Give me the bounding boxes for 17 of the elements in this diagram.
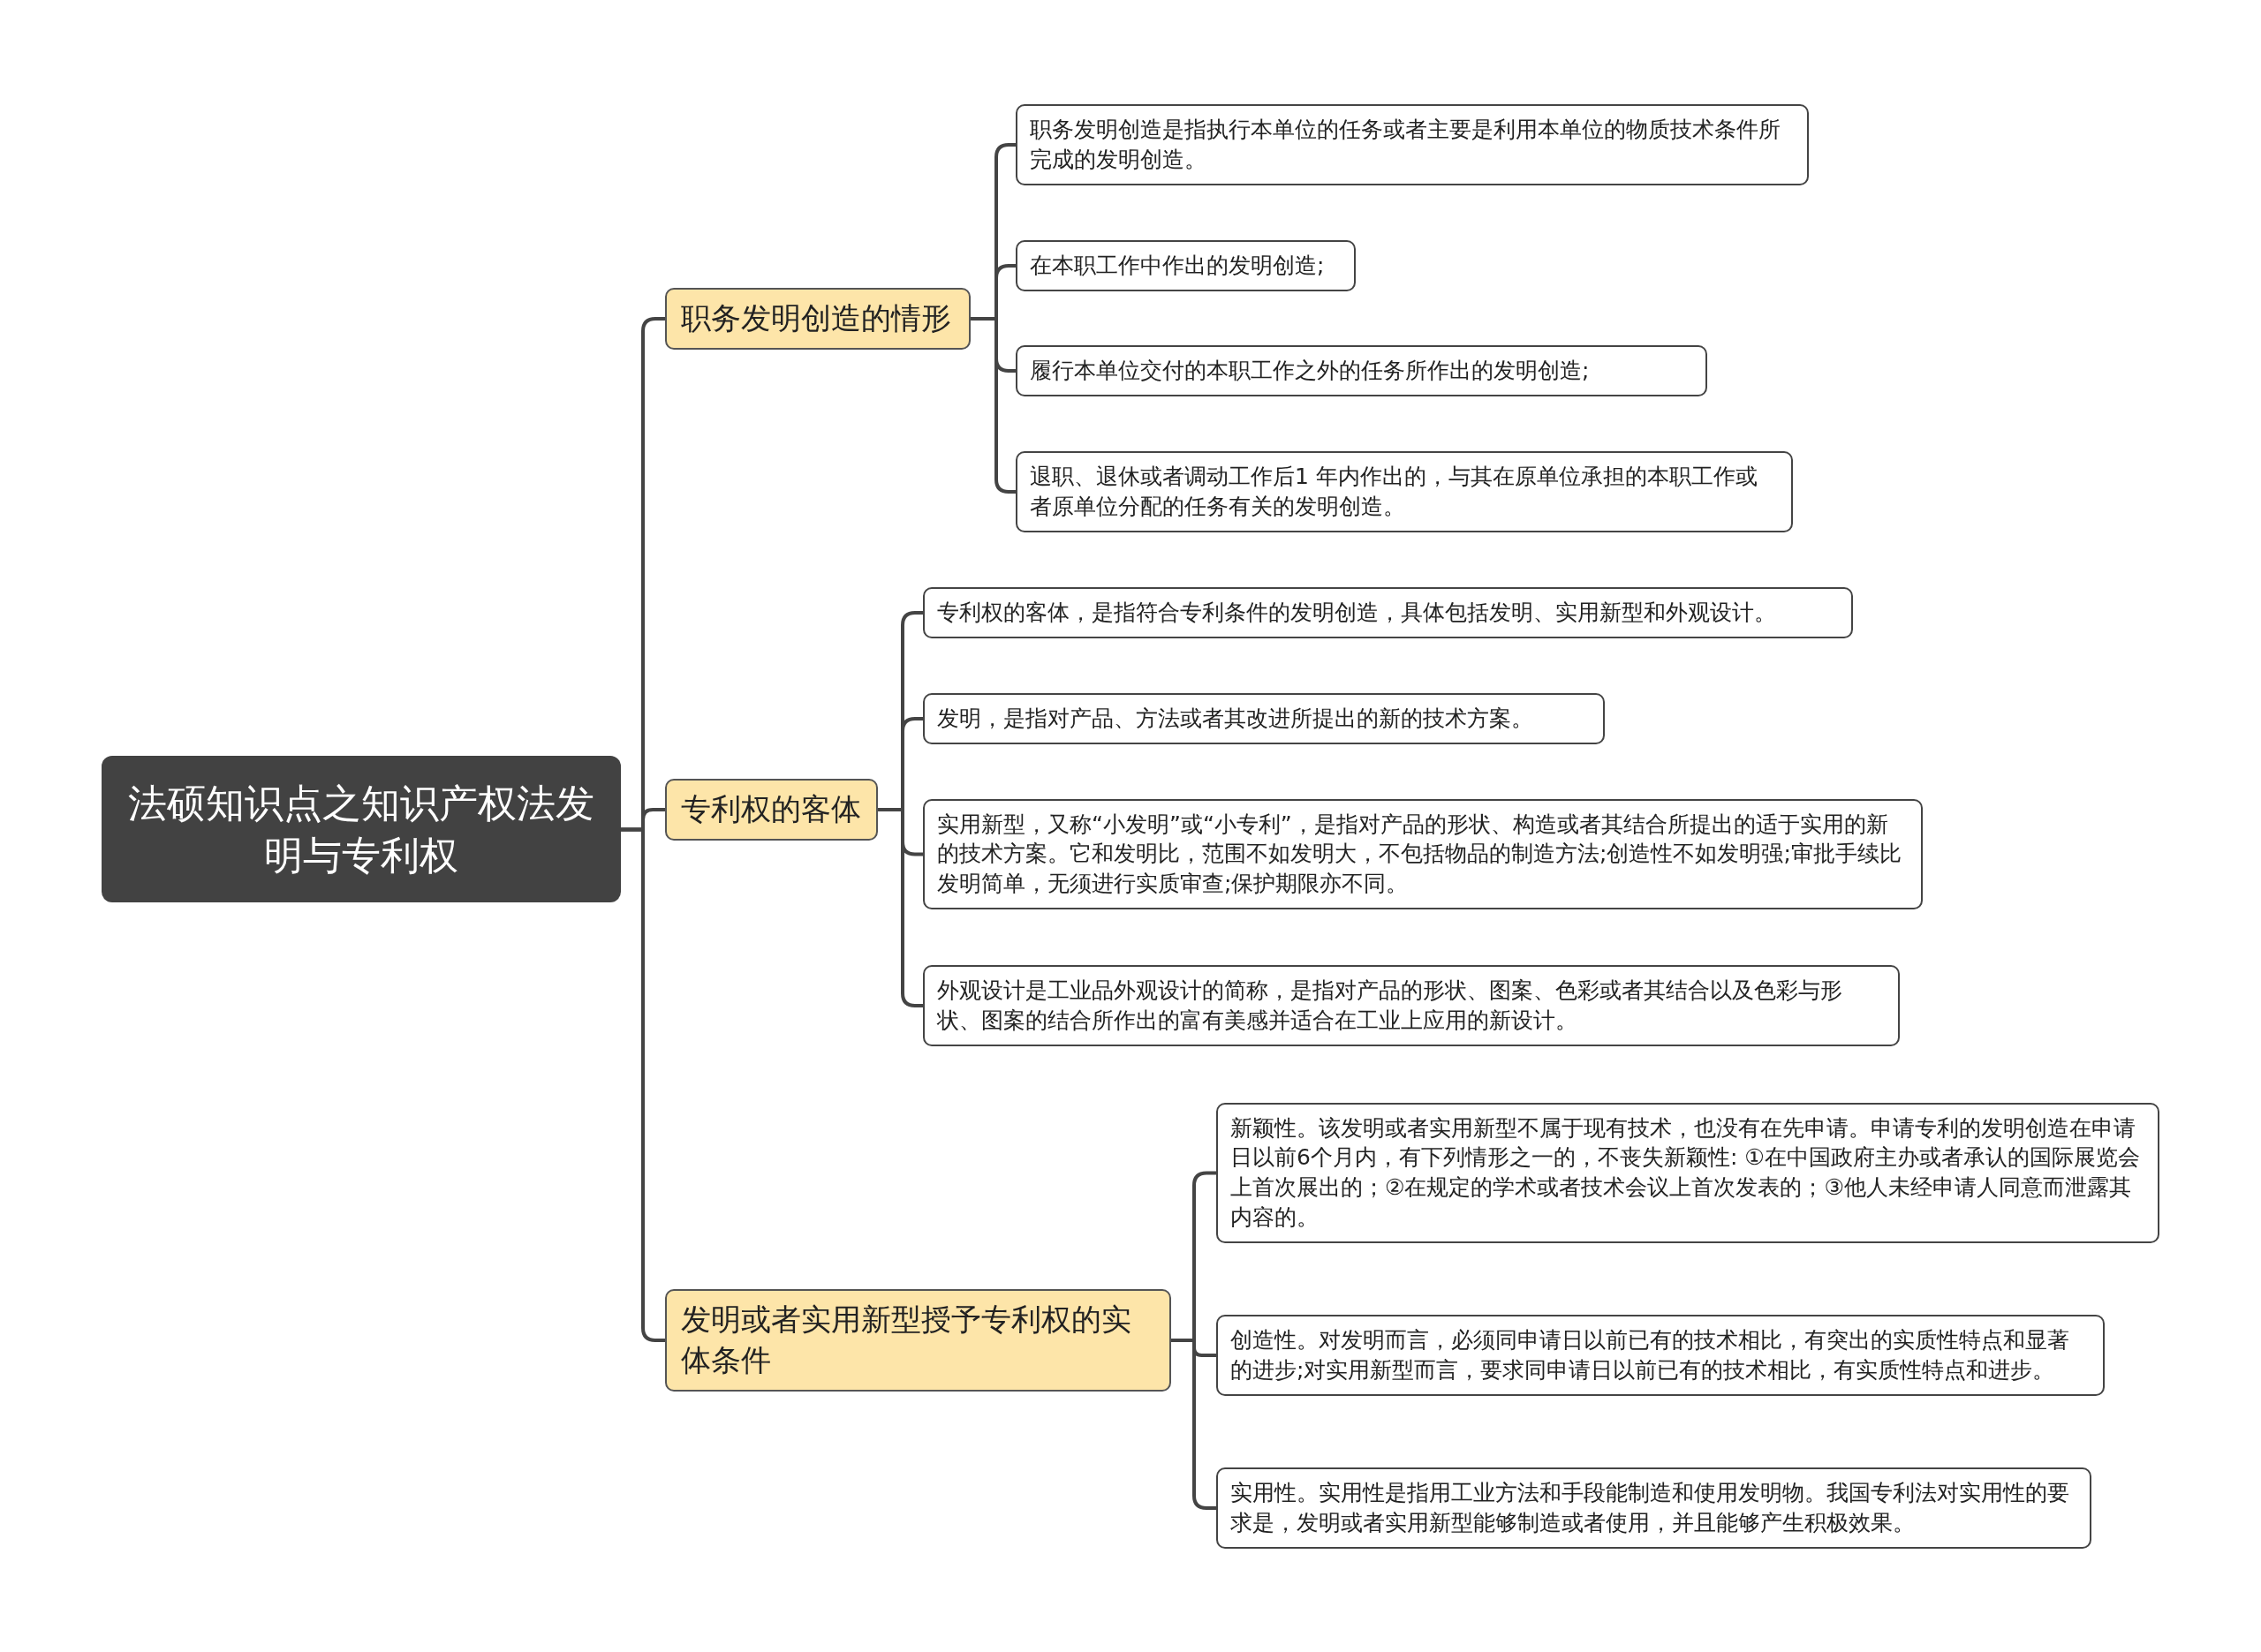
branch-topic: 发明或者实用新型授予专利权的实体条件	[665, 1289, 1171, 1392]
branch-topic: 职务发明创造的情形	[665, 288, 971, 350]
connector-line	[621, 827, 665, 1342]
detail-box: 实用新型，又称“小发明”或“小专利”，是指对产品的形状、构造或者其结合所提出的适于实用的新的技术方案。它和发明比，范围不如发明大，不包括物品的制造方法;创造性不如发明强;审批手续比发明简单，无须进行实质审查;保护期限亦不同。	[923, 798, 1923, 909]
connector-line	[878, 808, 923, 1007]
detail-box: 实用性。实用性是指用工业方法和手段能制造和使用发明物。我国专利法对实用性的要求是，发明或者实用新型能够制造或者使用，并且能够产生积极效果。	[1216, 1467, 2091, 1549]
detail-box: 专利权的客体，是指符合专利条件的发明创造，具体包括发明、实用新型和外观设计。	[923, 587, 1853, 638]
detail-box: 外观设计是工业品外观设计的简称，是指对产品的形状、图案、色彩或者其结合以及色彩与形状、图案的结合所作出的富有美感并适合在工业上应用的新设计。	[923, 965, 1900, 1046]
detail-box: 发明，是指对产品、方法或者其改进所提出的新的技术方案。	[923, 693, 1605, 744]
detail-box: 创造性。对发明而言，必须同申请日以前已有的技术相比，有突出的实质性特点和显著的进步;对实用新型而言，要求同申请日以前已有的技术相比，有实质性特点和进步。	[1216, 1315, 2105, 1396]
detail-box: 履行本单位交付的本职工作之外的任务所作出的发明创造;	[1016, 345, 1707, 396]
detail-box: 退职、退休或者调动工作后1 年内作出的，与其在原单位承担的本职工作或者原单位分配的任务有关的发明创造。	[1016, 451, 1793, 532]
detail-box: 新颖性。该发明或者实用新型不属于现有技术，也没有在先申请。申请专利的发明创造在申请日以前6个月内，有下列情形之一的，不丧失新颖性: ①在中国政府主办或者承认的国际展览会上首次展出的；②在规定的学术或者技术会议上首次发表的；③他人未经申请人同意而泄露其内容的。	[1216, 1102, 2159, 1243]
detail-box: 在本职工作中作出的发明创造;	[1016, 240, 1356, 291]
branch-topic: 专利权的客体	[665, 779, 878, 841]
detail-box: 职务发明创造是指执行本单位的任务或者主要是利用本单位的物质技术条件所完成的发明创造。	[1016, 104, 1809, 185]
central-topic: 法硕知识点之知识产权法发明与专利权	[102, 755, 621, 903]
